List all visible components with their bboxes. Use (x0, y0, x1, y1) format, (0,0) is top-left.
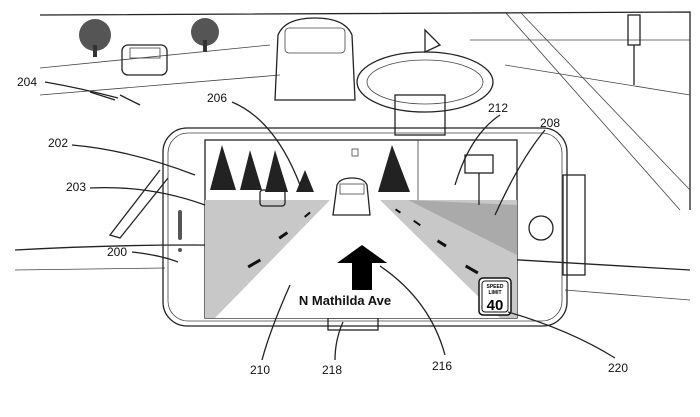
label-216: 216 (432, 359, 452, 373)
label-210: 210 (250, 363, 270, 377)
dashboard-mount (356, 28, 494, 136)
camera-icon (178, 248, 182, 252)
label-220: 220 (608, 361, 628, 375)
speed-sign-value: 40 (487, 297, 504, 314)
device-screen: N Mathilda Ave SPEED LIMIT 40 (204, 139, 518, 319)
trees-icon (210, 145, 410, 192)
sign-in-view (464, 154, 494, 205)
label-203: 203 (66, 180, 86, 194)
car-ahead-icon (274, 17, 356, 101)
leader-lines (44, 81, 616, 361)
speed-limit-sign: SPEED LIMIT 40 (478, 277, 512, 316)
home-button[interactable] (528, 215, 554, 241)
label-208: 208 (540, 116, 560, 130)
speed-sign-line1: SPEED (487, 284, 504, 290)
label-218: 218 (322, 363, 342, 377)
label-212: 212 (488, 101, 508, 115)
street-name-label: N Mathilda Ave (299, 293, 391, 308)
label-202: 202 (48, 136, 68, 150)
label-200: 200 (107, 245, 127, 259)
direction-arrow-icon (337, 245, 387, 290)
label-206: 206 (207, 91, 227, 105)
tree-icon (79, 18, 219, 57)
speaker-icon (178, 210, 182, 240)
car-far-icon (121, 44, 168, 76)
label-204: 204 (17, 75, 37, 89)
car-ahead-screen (332, 177, 371, 216)
lane-markings (247, 208, 479, 275)
car-screen-left (259, 189, 286, 207)
speed-sign-line2: LIMIT (488, 290, 501, 296)
device-200: N Mathilda Ave SPEED LIMIT 40 (162, 127, 586, 331)
